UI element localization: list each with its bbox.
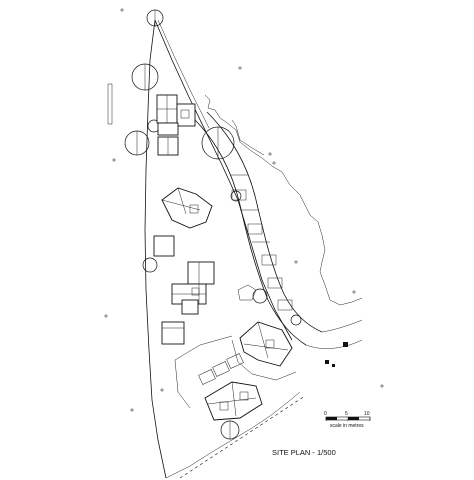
roadside-plots <box>230 174 293 311</box>
building-icon <box>204 381 263 421</box>
parking-area <box>174 335 244 409</box>
building-icon <box>231 321 297 381</box>
building-icon <box>161 321 185 345</box>
southern-boundary <box>165 391 306 479</box>
building-icon <box>107 83 196 156</box>
eastern-boundary <box>204 94 363 306</box>
scale-bar: 0 5 10 scale in metres <box>324 411 371 429</box>
building-icon <box>171 261 257 315</box>
site-marker-dots <box>325 342 348 367</box>
scale-caption: scale in metres <box>330 423 364 429</box>
building-icon <box>153 187 213 257</box>
scale-tick-0: 0 <box>324 411 327 417</box>
scale-tick-5: 5 <box>345 411 348 417</box>
drawing-title: SITE PLAN - 1/500 <box>272 448 336 457</box>
survey-point-markers <box>104 8 384 412</box>
scale-tick-10: 10 <box>364 411 370 417</box>
tree-icon <box>124 9 302 440</box>
access-road <box>194 111 363 349</box>
